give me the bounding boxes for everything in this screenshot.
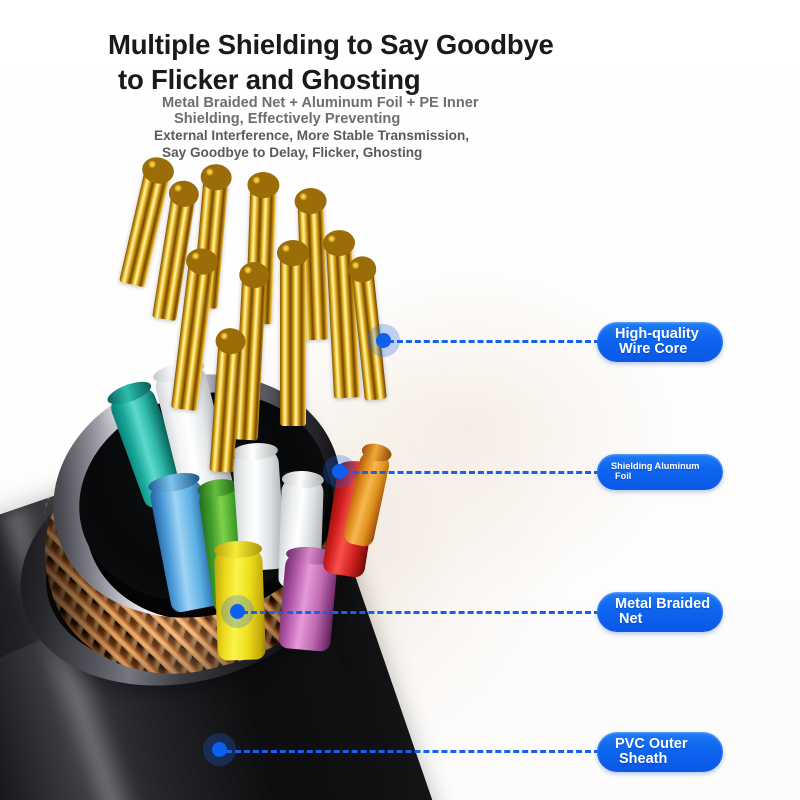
leader-line-wire-core — [388, 340, 600, 343]
callout-label-line-2: Net — [619, 611, 643, 627]
wire-core-bundle-8 — [277, 240, 309, 426]
callout-metal-braided-net[interactable]: Metal Braided Net — [597, 592, 723, 632]
wire-core-strands — [280, 252, 306, 426]
callout-label-line-1: High-quality — [615, 325, 699, 342]
callout-label: Metal Braided Net — [597, 595, 711, 628]
callout-shielding-aluminum-foil[interactable]: Shielding Aluminum Foil — [597, 454, 723, 490]
subtitle-secondary: External Interference, More Stable Trans… — [154, 128, 714, 161]
callout-pvc-outer-sheath[interactable]: PVC Outer Sheath — [597, 732, 723, 772]
marker-dot-pvc-sheath[interactable] — [212, 742, 227, 757]
subtitle2-line-1: External Interference, More Stable Trans… — [154, 128, 470, 143]
callout-label: Shielding Aluminum Foil — [597, 461, 700, 482]
subtitle2-line-2: Say Goodbye to Delay, Flicker, Ghosting — [162, 144, 423, 160]
callout-label-line-2: Sheath — [619, 751, 668, 767]
callout-label-line-1: PVC Outer — [615, 735, 688, 752]
page-title: Multiple Shielding to Say Goodbye to Fli… — [108, 28, 748, 97]
wire-core-tip — [277, 240, 309, 266]
subtitle-primary: Metal Braided Net + Aluminum Foil + PE I… — [162, 95, 722, 128]
callout-label-line-2: Foil — [615, 471, 632, 481]
subtitle1-line-1: Metal Braided Net + Aluminum Foil + PE I… — [162, 95, 479, 111]
leader-line-pvc-sheath — [226, 750, 600, 753]
callout-high-quality-wire-core[interactable]: High-quality Wire Core — [597, 322, 723, 362]
title-line-2: to Flicker and Ghosting — [118, 63, 421, 95]
marker-dot-wire-core[interactable] — [376, 333, 391, 348]
callout-label: PVC Outer Sheath — [597, 735, 688, 768]
cable-cross-section-illustration — [0, 150, 470, 800]
marker-dot-braided-net[interactable] — [230, 604, 245, 619]
leader-line-aluminum-foil — [344, 471, 600, 474]
callout-label: High-quality Wire Core — [597, 325, 699, 358]
callout-label-line-2: Wire Core — [619, 341, 688, 357]
subtitle1-line-2: Shielding, Effectively Preventing — [174, 110, 401, 127]
marker-dot-aluminum-foil[interactable] — [332, 464, 347, 479]
callout-label-line-1: Shielding Aluminum — [611, 461, 700, 472]
leader-line-braided-net — [242, 611, 600, 614]
callout-label-line-1: Metal Braided — [615, 595, 711, 612]
title-line-1: Multiple Shielding to Say Goodbye — [108, 29, 554, 60]
